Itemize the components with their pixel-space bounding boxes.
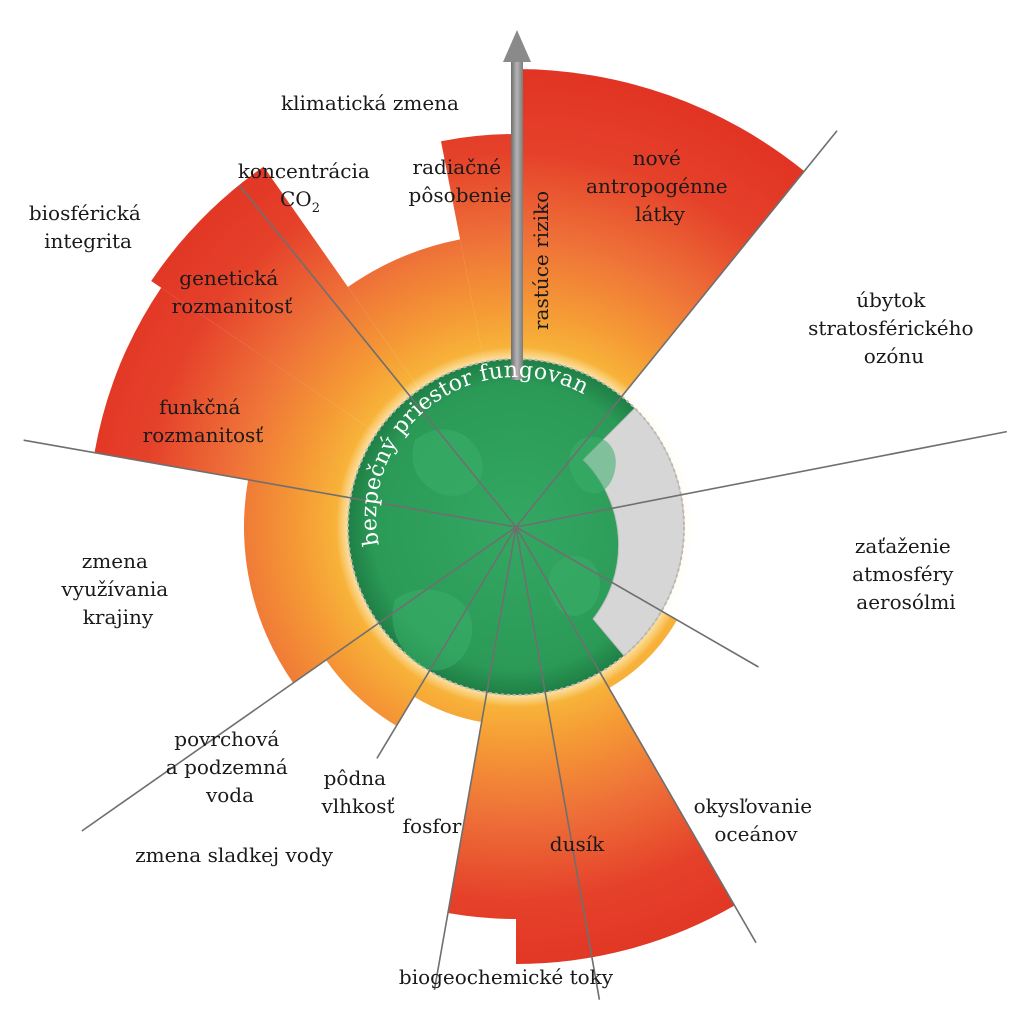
arrow-head (503, 30, 531, 62)
label-genetic-diversity: genetická rozmanitosť (172, 266, 293, 318)
label-ocean-acidification: okysľovanie oceánov (694, 794, 819, 846)
boundary-divider-line (515, 430, 1007, 528)
label-biosphere-integrity: biosférická integrita (29, 201, 147, 253)
label-freshwater-change: zmena sladkej vody (135, 843, 334, 867)
arrow-shaft (511, 60, 523, 380)
label-climate-change: klimatická zmena (281, 91, 459, 115)
label-phosphorus: fosfor (403, 814, 462, 838)
label-co2-concentration: koncentrácia CO2 (238, 159, 376, 216)
boundary-divider-line (81, 526, 517, 832)
label-biogeochemical-flows: biogeochemické toky (399, 965, 614, 989)
boundary-divider-line (433, 526, 517, 991)
boundary-divider-line (23, 439, 517, 528)
outer-labels: klimatická zmena biosférická integrita z… (29, 91, 980, 989)
label-nitrogen: dusík (550, 832, 605, 856)
label-blue-water: povrchová a podzemná voda (166, 727, 294, 807)
increasing-risk-label: rastúce riziko (529, 191, 553, 330)
boundary-dashed-ring (347, 358, 685, 696)
label-ozone-depletion: úbytok stratosférického ozónu (808, 288, 980, 368)
boundary-divider-line (238, 184, 517, 528)
boundary-lines (23, 130, 1007, 1000)
label-radiative-forcing: radiačné pôsobenie (409, 155, 512, 207)
label-aerosol-loading: zaťaženie atmosféry aerosólmi (852, 534, 960, 614)
boundary-divider-line (376, 526, 517, 759)
inner-labels: koncentrácia CO2 radiačné pôsobenie nové… (143, 146, 734, 856)
label-land-system-change: zmena využívania krajiny (60, 549, 174, 629)
continents (392, 429, 616, 671)
label-green-water: pôdna vlhkosť (320, 766, 394, 818)
label-functional-diversity: funkčná rozmanitosť (143, 395, 264, 447)
boundary-divider-line (515, 526, 759, 668)
label-novel-entities: nové antropogénne látky (586, 146, 734, 226)
increasing-risk-arrow: rastúce riziko (503, 30, 553, 380)
boundary-divider-line (515, 526, 757, 944)
boundary-divider-line (515, 526, 601, 1000)
boundary-divider-line (515, 130, 838, 528)
